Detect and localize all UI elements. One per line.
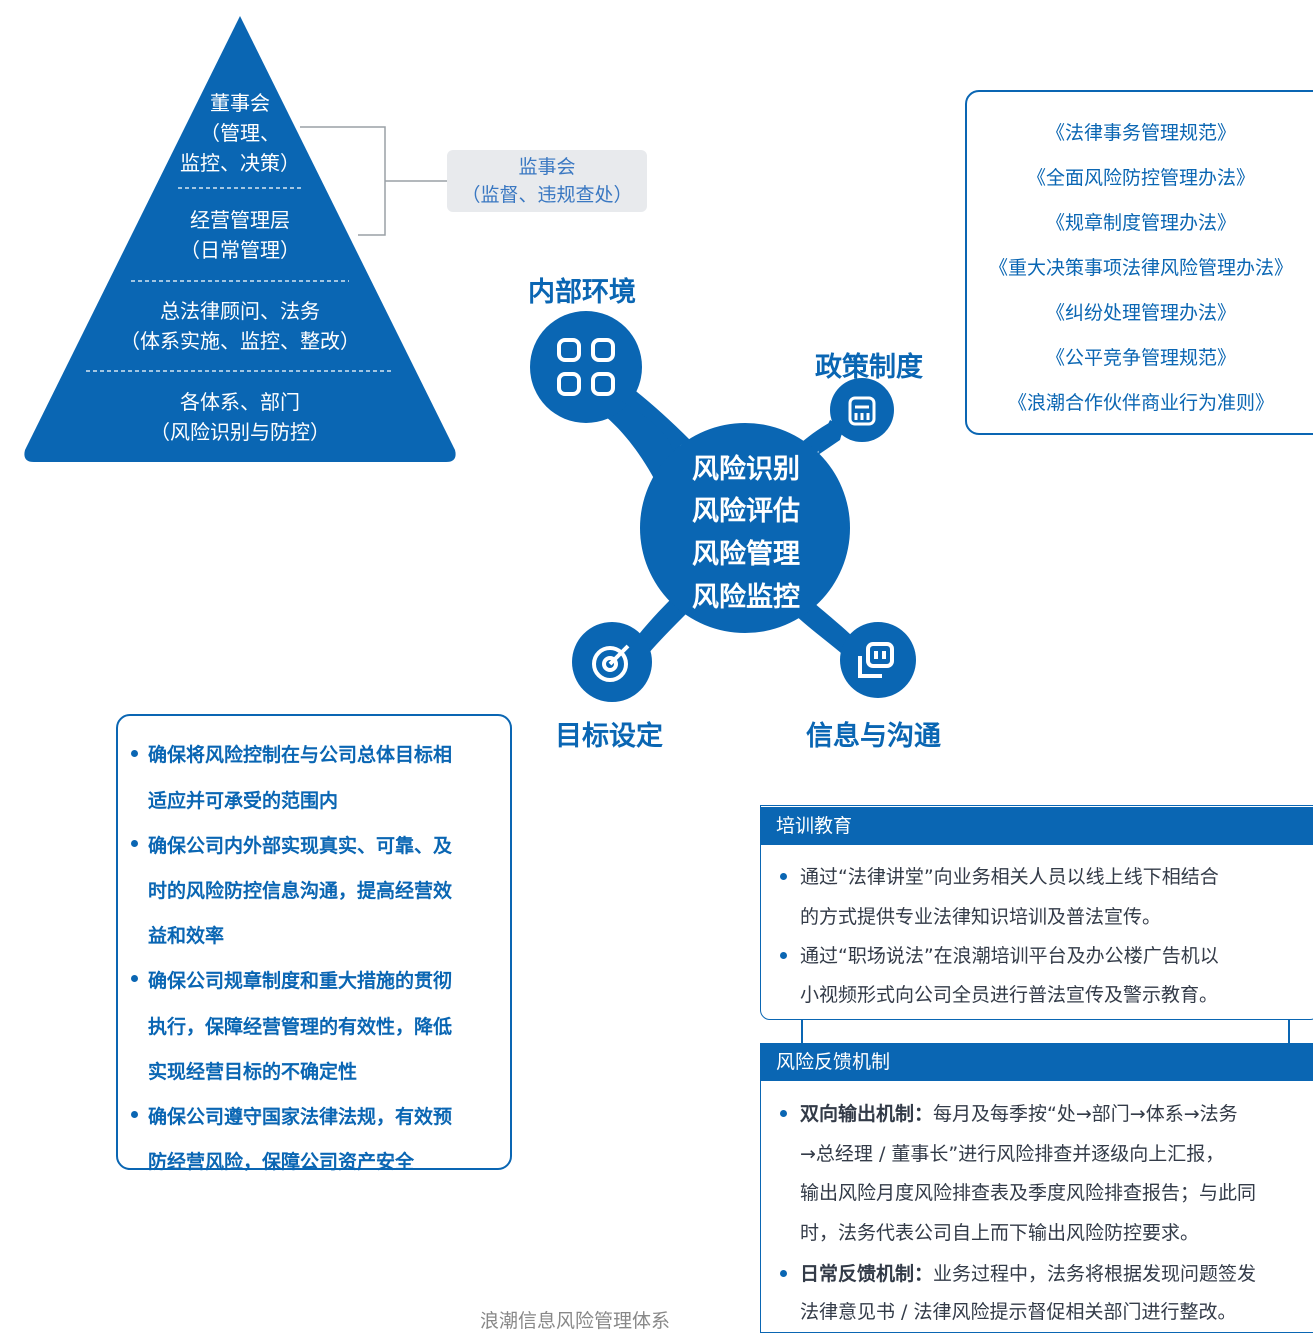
policy-item: 《纠纷处理管理办法》 [1045,302,1236,324]
goal-line: 确保将风险控制在与公司总体目标相 [148,744,453,766]
pyramid-level-departments: 各体系、部门 （风险识别与防控） [100,387,380,447]
feedback-item2-line: 业务过程中，法务将根据发现问题签发 [933,1263,1257,1285]
bullet [780,1270,787,1277]
pyramid-level-board: 董事会 （管理、 监控、决策） [140,88,340,178]
center-line-assess: 风险评估 [692,496,800,527]
goal-line: 确保公司规章制度和重大措施的贯彻 [148,970,453,992]
feedback-line: 时，法务代表公司自上而下输出风险防控要求。 [800,1222,1200,1244]
policy-item: 《重大决策事项法律风险管理办法》 [988,257,1293,279]
departments-title: 各体系、部门 [180,390,300,414]
bullet [131,840,138,847]
label-info-communication: 信息与沟通 [806,721,941,752]
board-desc-2: 监控、决策） [180,151,300,175]
figure-caption: 浪潮信息风险管理体系 [480,1310,671,1332]
bullet [131,975,138,982]
management-title: 经营管理层 [190,208,290,232]
building-icon [848,396,876,426]
goal-line: 防经营风险，保障公司资产安全 [148,1151,415,1173]
goal-line: 适应并可承受的范围内 [148,790,339,812]
training-line: 通过“职场说法”在浪潮培训平台及办公楼广告机以 [800,945,1219,967]
supervisor-box: 监事会 （监督、违规查处） [447,150,647,212]
pyramid-level-legal: 总法律顾问、法务 （体系实施、监控、整改） [100,296,380,356]
feedback-item1-title: 双向输出机制： [800,1103,934,1125]
bullet [780,1110,787,1117]
label-policy: 政策制度 [815,352,923,383]
policy-item: 《规章制度管理办法》 [1045,212,1236,234]
policy-list-box: 《法律事务管理规范》 《全面风险防控管理办法》 《规章制度管理办法》 《重大决策… [965,90,1313,435]
supervisor-title: 监事会 [518,156,576,178]
label-internal-environment: 内部环境 [528,277,636,308]
training-line: 的方式提供专业法律知识培训及普法宣传。 [800,906,1162,928]
bullet [131,750,138,757]
legal-title: 总法律顾问、法务 [160,299,320,323]
feedback-item2-title: 日常反馈机制： [800,1263,934,1285]
feedback-item2: 日常反馈机制：业务过程中，法务将根据发现问题签发 [800,1259,1256,1286]
grid-icon [557,338,615,396]
policy-item: 《法律事务管理规范》 [1045,122,1236,144]
feedback-item1-line: 每月及每季按“处→部门→体系→法务 [933,1103,1238,1125]
target-icon [592,644,630,682]
chat-icon [858,642,894,678]
training-header: 培训教育 [760,807,1313,845]
risk-flower [530,311,916,702]
feedback-item1: 双向输出机制：每月及每季按“处→部门→体系→法务 [800,1099,1238,1126]
bullet [780,952,787,959]
policy-item: 《全面风险防控管理办法》 [1026,167,1255,189]
policy-item: 《公平竞争管理规范》 [1045,347,1236,369]
goal-line: 益和效率 [148,925,225,947]
bullet [780,873,787,880]
label-goal-setting: 目标设定 [555,721,663,752]
risk-pyramid [24,16,456,462]
supervisor-desc: （监督、违规查处） [461,184,633,206]
feedback-line: →总经理 / 董事长”进行风险排查并逐级向上汇报， [800,1143,1225,1165]
bullet [131,1111,138,1118]
feedback-line: 输出风险月度风险排查表及季度风险排查报告；与此同 [800,1182,1257,1204]
feedback-header: 风险反馈机制 [760,1043,1313,1081]
goal-line: 实现经营目标的不确定性 [148,1061,358,1083]
training-line: 小视频形式向公司全员进行普法宣传及警示教育。 [800,984,1219,1006]
connector-line [801,1020,803,1043]
center-line-identify: 风险识别 [692,454,800,485]
goal-line: 确保公司遵守国家法律法规，有效预 [148,1106,453,1128]
goal-line: 执行，保障经营管理的有效性，降低 [148,1016,453,1038]
board-title: 董事会 [210,91,270,115]
management-desc: （日常管理） [180,238,300,262]
goals-box [116,714,512,1170]
feedback-line: 法律意见书 / 法律风险提示督促相关部门进行整改。 [800,1301,1237,1323]
training-line: 通过“法律讲堂”向业务相关人员以线上线下相结合 [800,866,1219,888]
goal-line: 确保公司内外部实现真实、可靠、及 [148,835,453,857]
connector-line [1288,1020,1290,1043]
pyramid-level-management: 经营管理层 （日常管理） [140,205,340,265]
legal-desc: （体系实施、监控、整改） [120,329,360,353]
departments-desc: （风险识别与防控） [150,420,330,444]
policy-item: 《浪潮合作伙伴商业行为准则》 [1007,392,1274,414]
goal-line: 时的风险防控信息沟通，提高经营效 [148,880,453,902]
center-line-monitor: 风险监控 [692,582,800,613]
training-box [760,805,1313,1020]
board-desc-1: （管理、 [200,121,280,145]
center-line-manage: 风险管理 [692,539,800,570]
